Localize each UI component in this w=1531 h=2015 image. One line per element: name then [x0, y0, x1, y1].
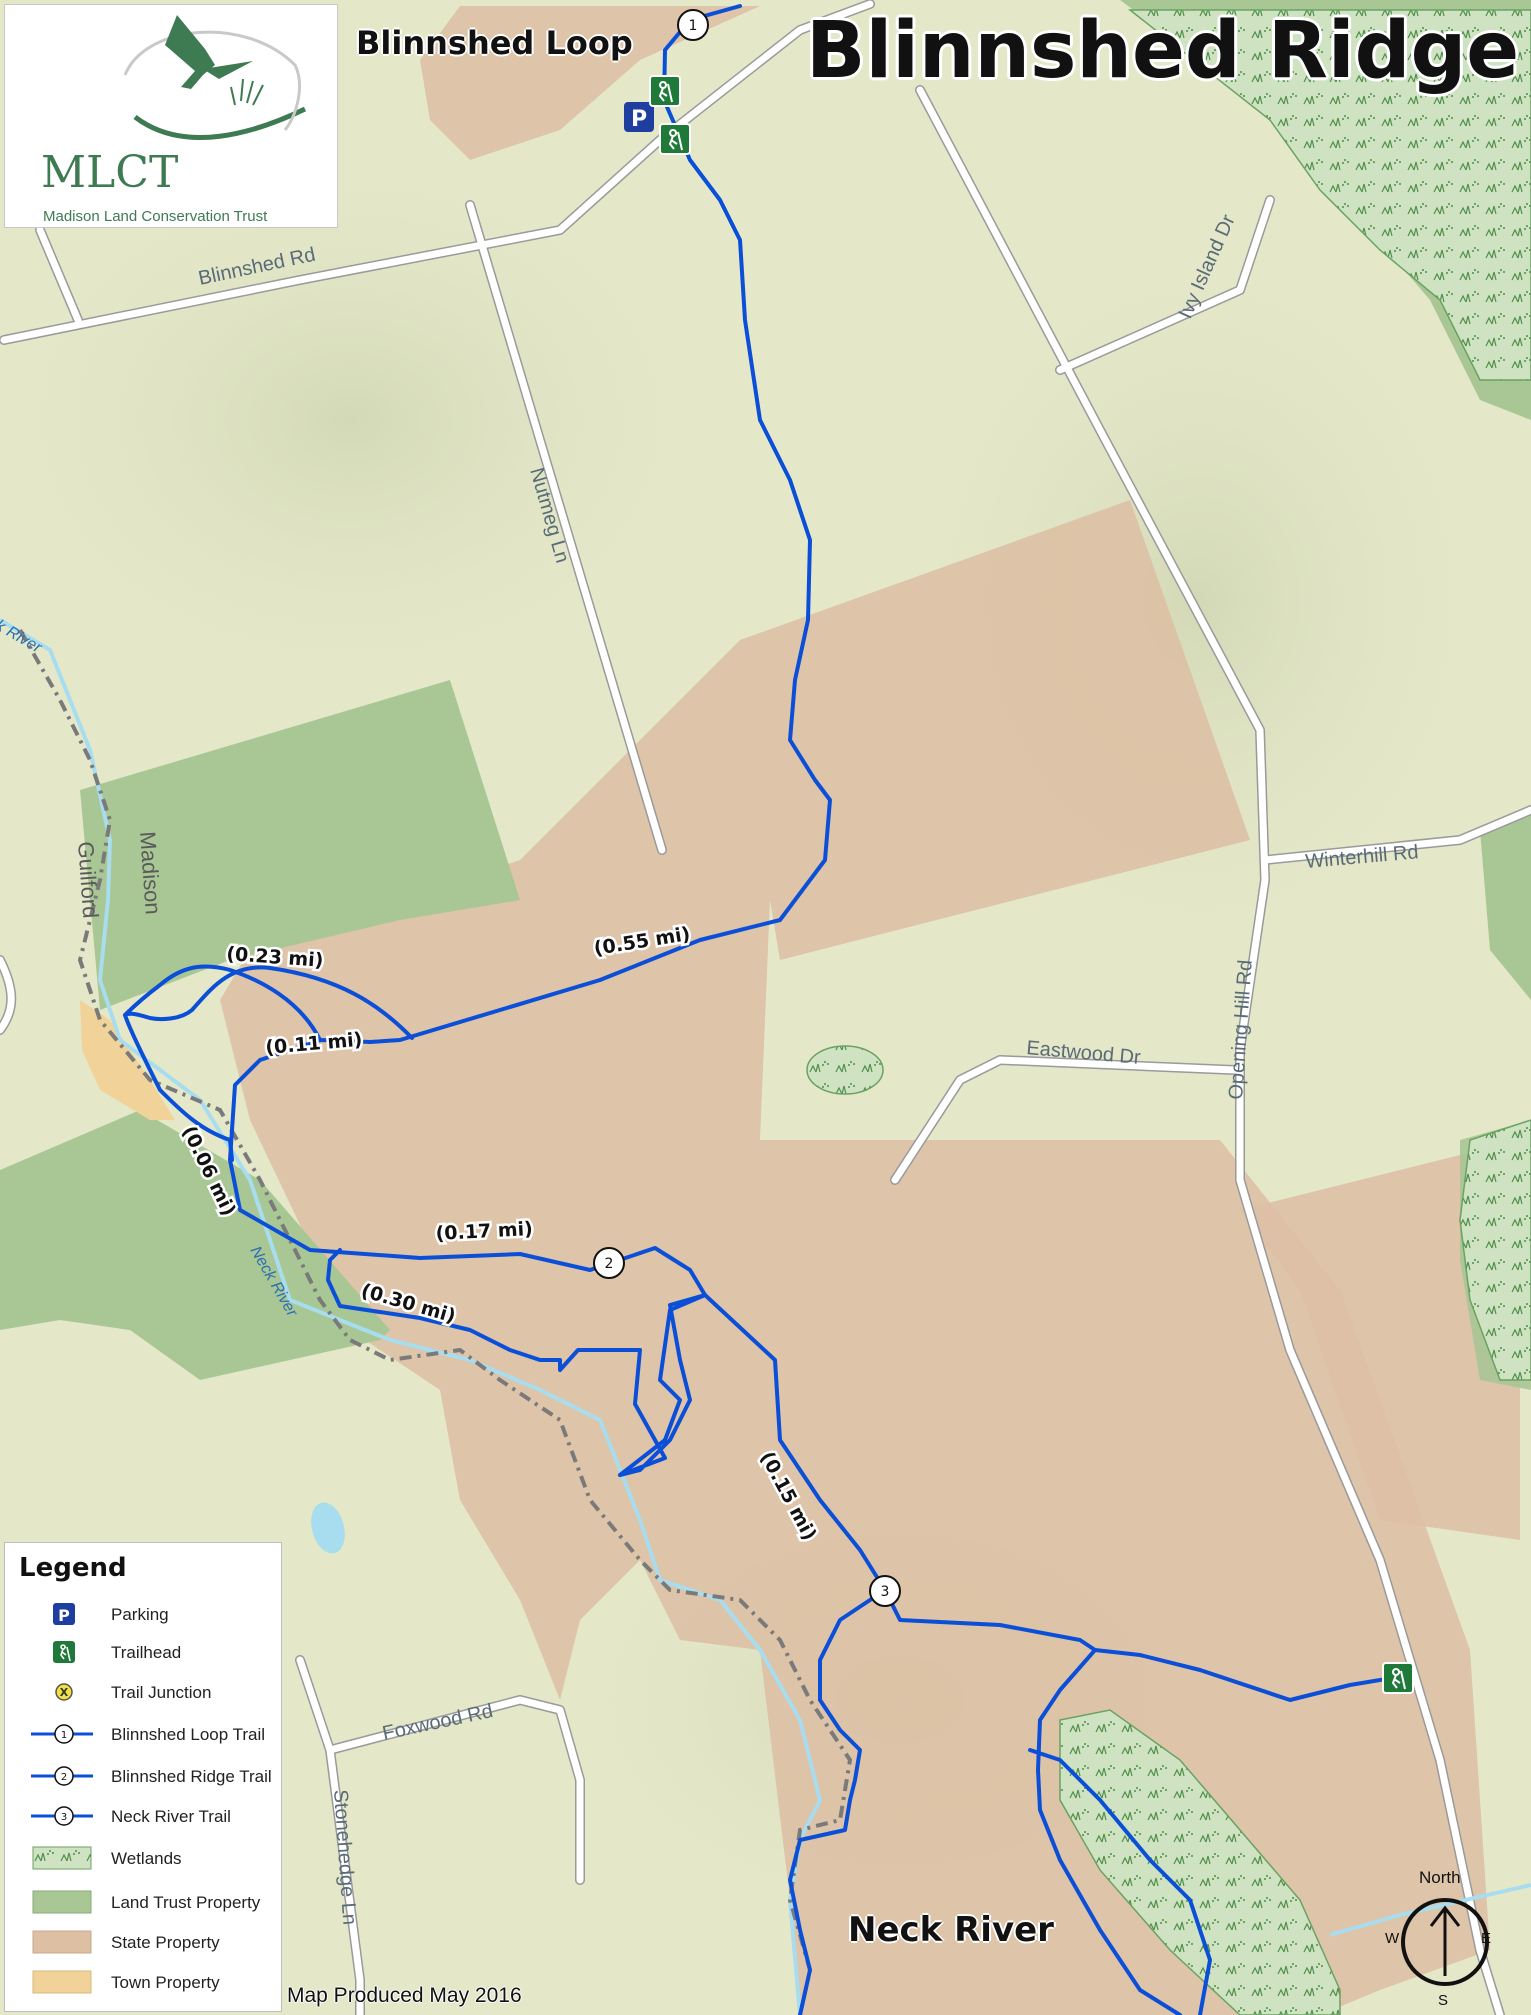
legend-label: Blinnshed Ridge Trail [111, 1767, 272, 1786]
state-property [1240, 1140, 1520, 1540]
junction-icon: X [55, 1683, 73, 1701]
legend-label: Blinnshed Loop Trail [111, 1725, 266, 1744]
mlct-logo: MLCT Madison Land Conservation Trust [4, 4, 338, 228]
legend-item-trailhead: Trailhead [5, 1635, 283, 1671]
legend-item-wetlands: Wetlands [5, 1841, 283, 1877]
state-property [220, 500, 1490, 2015]
north-arrow-icon [1401, 1898, 1489, 1986]
legend-label: Trail Junction [111, 1683, 212, 1702]
legend-item-junction: X Trail Junction [5, 1675, 283, 1711]
legend-item-parking: P Parking [5, 1597, 283, 1633]
parking-letter: P [631, 107, 647, 132]
neck-river [0, 618, 823, 2015]
trail-1-icon: 1 [31, 1724, 93, 1744]
neck-river-trail [883, 1588, 1412, 1702]
ridge-east-trail [703, 1293, 887, 1592]
trail-network [123, 4, 1412, 2015]
hiker-icon [659, 123, 691, 155]
map-title: Blinnshed Ridge [806, 6, 1520, 96]
compass-west-label: W [1385, 1930, 1400, 1947]
wetland-area [1059, 1709, 1341, 2015]
hiker-icon [53, 1641, 75, 1663]
compass-north-label: North [1419, 1868, 1461, 1887]
area-label-neck-river: Neck River [848, 1910, 1054, 1950]
legend-title: Legend [19, 1553, 127, 1583]
wetland-area [806, 1045, 884, 1095]
town-boundary [18, 629, 853, 2015]
town-label-madison: Madison [135, 831, 166, 916]
terrain-shade [30, 180, 670, 660]
legend-trail-3-num: 3 [61, 1812, 67, 1823]
ridge-inner-loop [618, 1293, 707, 1477]
trail-marker-1: 1 [677, 9, 709, 41]
legend-item-state: State Property [5, 1925, 283, 1961]
legend-label: State Property [111, 1933, 220, 1952]
river-stub [1329, 1883, 1531, 1937]
legend-label: Land Trust Property [111, 1893, 261, 1912]
legend-item-land-trust: Land Trust Property [5, 1885, 283, 1921]
town-label-guilford: Guilford [73, 841, 103, 920]
blinnshed-ridge-trail [123, 964, 322, 1162]
ridge-upper-loop [123, 965, 414, 1040]
legend-label: Trailhead [111, 1643, 182, 1662]
neck-river-inner-loop [1028, 1748, 1212, 2015]
parking-icon: P [624, 102, 654, 132]
hiker-icon [649, 75, 681, 107]
logo-abbrev: MLCT [41, 147, 179, 198]
legend-label: Parking [111, 1605, 169, 1624]
legend-label: Neck River Trail [111, 1807, 231, 1826]
trail-marker-3-label: 3 [881, 1584, 890, 1600]
neck-river-south-trail [788, 1588, 887, 2015]
land-trust-property [80, 680, 520, 1010]
legend-label: Town Property [111, 1973, 220, 1992]
state-swatch [32, 1930, 92, 1954]
compass-south-label: S [1438, 1992, 1449, 2009]
legend-trail-2-num: 2 [61, 1772, 67, 1783]
trail-2-icon: 2 [31, 1766, 93, 1786]
legend-item-ridge-trail: 2 Blinnshed Ridge Trail [5, 1759, 283, 1795]
wetland-area [1459, 1119, 1531, 1381]
state-property [420, 6, 760, 160]
land-trust-property [1480, 810, 1531, 1000]
north-arrow: North W E S [1383, 1868, 1493, 2015]
legend-item-neck-trail: 3 Neck River Trail [5, 1799, 283, 1835]
neck-river-loop-trail [1036, 1648, 1182, 2015]
logo-name: Madison Land Conservation Trust [43, 208, 268, 225]
blinnshed-loop-trail [228, 4, 832, 1477]
legend-item-loop-trail: 1 Blinnshed Loop Trail [5, 1717, 283, 1753]
trail-3-icon: 3 [31, 1806, 93, 1826]
legend-label: Wetlands [111, 1849, 182, 1868]
map-produced-note: Map Produced May 2016 [287, 1984, 522, 2007]
legend-parking-letter: P [58, 1606, 70, 1625]
trail-marker-2: 2 [593, 1247, 625, 1279]
trail-marker-2-label: 2 [605, 1256, 614, 1272]
legend: Legend P Parking Trailhead X Trail Junct… [4, 1542, 282, 2012]
area-label-blinnshed-loop: Blinnshed Loop [356, 24, 633, 62]
wetland-area [1127, 9, 1531, 381]
land-trust-swatch [32, 1890, 92, 1914]
town-swatch [32, 1970, 92, 1994]
hiker-icon [1382, 1662, 1414, 1694]
legend-trail-1-num: 1 [61, 1730, 67, 1741]
town-property [80, 1000, 175, 1120]
trail-marker-1-label: 1 [689, 18, 698, 34]
pond [311, 1502, 345, 1554]
parking-icon: P [53, 1603, 75, 1625]
wetlands-swatch [32, 1846, 92, 1870]
osprey-logo-icon [123, 15, 307, 140]
land-trust-property [0, 1110, 390, 1380]
legend-item-town: Town Property [5, 1965, 283, 2001]
trail-marker-3: 3 [869, 1575, 901, 1607]
legend-junction-mark: X [60, 1686, 69, 1699]
